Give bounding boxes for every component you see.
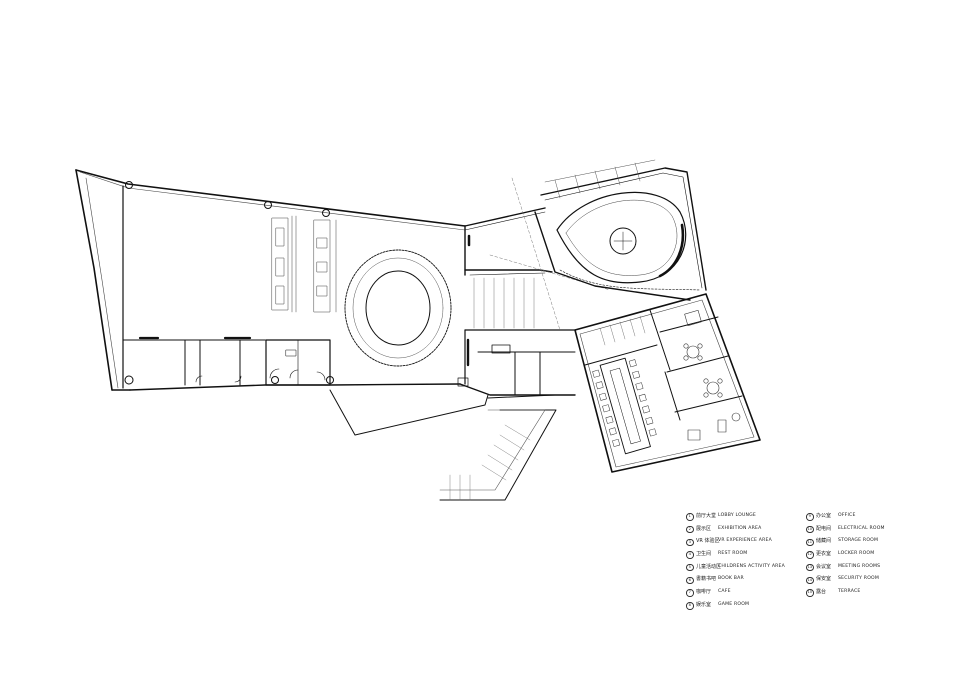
legend-chinese-label: 会议室 bbox=[816, 563, 832, 570]
legend-number: 7 bbox=[686, 589, 694, 597]
legend-number: 1 bbox=[686, 513, 694, 521]
legend-number: 14 bbox=[806, 576, 814, 585]
legend-english-label: EXHIBITION AREA bbox=[718, 525, 762, 531]
south-east-office-block bbox=[574, 293, 761, 473]
legend-english-label: VR EXPERIENCE AREA bbox=[718, 538, 772, 544]
legend-english-label: ELECTRICAL ROOM bbox=[838, 525, 885, 531]
legend-english-label: REST ROOM bbox=[718, 551, 748, 557]
legend-chinese-label: 前厅大堂 bbox=[696, 513, 717, 519]
legend-number: 4 bbox=[686, 551, 694, 559]
legend-number: 13 bbox=[806, 563, 814, 572]
legend-english-label: CHILDRENS ACTIVITY AREA bbox=[718, 563, 785, 569]
legend-number: 12 bbox=[806, 551, 814, 559]
legend-english-label: LOCKER ROOM bbox=[838, 551, 875, 557]
left-hall-outline bbox=[75, 169, 466, 391]
north-east-tower bbox=[534, 159, 707, 301]
legend-english-label: LOBBY LOUNGE bbox=[718, 513, 757, 518]
legend-english-label: CAFE bbox=[718, 589, 731, 595]
legend-english-label: BOOK BAR bbox=[718, 576, 744, 582]
legend-number: 15 bbox=[806, 589, 814, 597]
legend-chinese-label: 卫生间 bbox=[696, 551, 712, 558]
legend-chinese-label: 储藏间 bbox=[816, 538, 832, 545]
legend-chinese-label: 展示区 bbox=[696, 525, 712, 532]
legend-chinese-label: 保安室 bbox=[816, 576, 832, 583]
exhibition-oval bbox=[344, 249, 452, 367]
legend-chinese-label: 儿童活动区 bbox=[696, 563, 722, 570]
legend-number: 3 bbox=[686, 538, 694, 547]
legend-number: 2 bbox=[686, 525, 694, 534]
legend-english-label: GAME ROOM bbox=[718, 601, 750, 607]
central-service-block bbox=[457, 177, 611, 396]
legend-english-label: STORAGE ROOM bbox=[838, 538, 879, 544]
left-hall-south-wall bbox=[122, 336, 461, 391]
legend-number: 9 bbox=[806, 513, 814, 521]
legend-number: 11 bbox=[806, 538, 814, 547]
legend-chinese-label: 露台 bbox=[816, 589, 827, 596]
legend-chinese-label: VR 体验区 bbox=[696, 538, 720, 545]
legend-number: 6 bbox=[686, 576, 694, 585]
legend-number: 5 bbox=[686, 563, 694, 572]
legend-chinese-label: 办公室 bbox=[816, 513, 832, 519]
south-terrace bbox=[329, 389, 557, 501]
legend-chinese-label: 書籍书吧 bbox=[696, 576, 717, 583]
legend-english-label: SECURITY ROOM bbox=[838, 576, 879, 582]
legend-number: 10 bbox=[806, 525, 814, 534]
left-hall-fixtures bbox=[271, 215, 337, 313]
legend-english-label: TERRACE bbox=[838, 589, 861, 595]
legend-chinese-label: 娱乐室 bbox=[696, 601, 712, 608]
legend-number: 8 bbox=[686, 602, 694, 610]
legend-chinese-label: 咖啡厅 bbox=[696, 589, 712, 596]
legend-chinese-label: 配电间 bbox=[816, 525, 832, 532]
legend-chinese-label: 更衣室 bbox=[816, 551, 832, 558]
legend-english-label: OFFICE bbox=[838, 513, 856, 518]
legend-english-label: MEETING ROOMS bbox=[838, 563, 881, 569]
